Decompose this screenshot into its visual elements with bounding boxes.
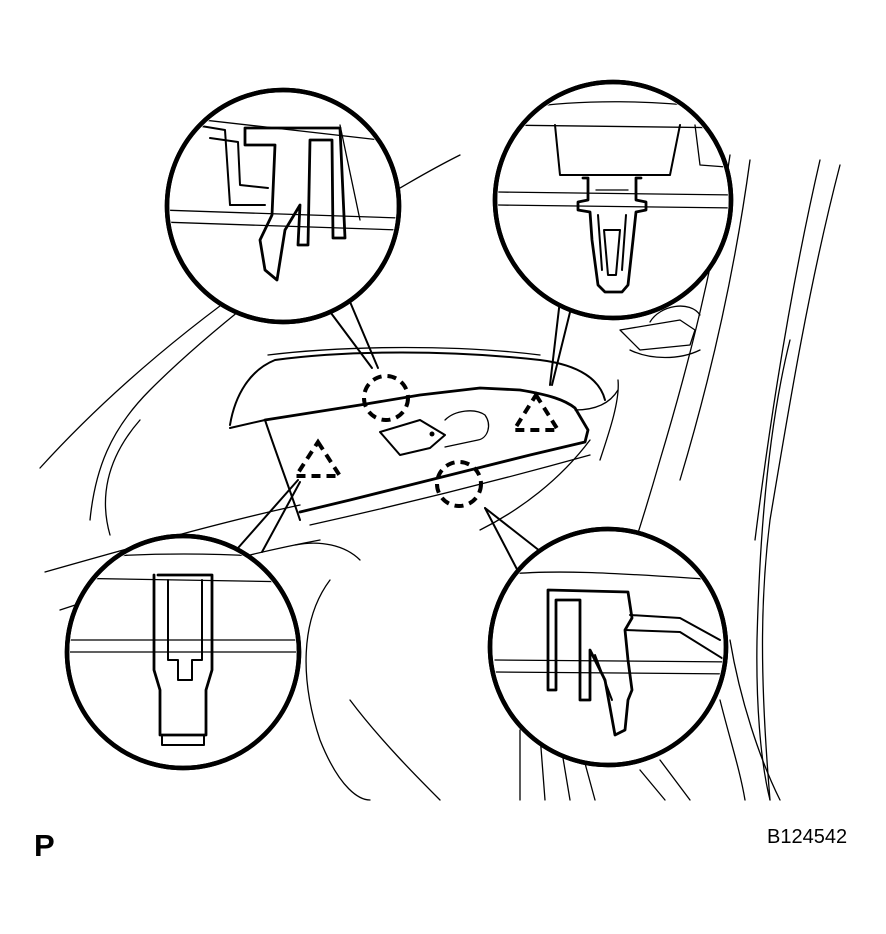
detail-lens-top-right: [492, 79, 734, 321]
door-handle: [379, 410, 490, 456]
clip-marker-circle: [362, 374, 410, 422]
clip-location-markers: [292, 374, 562, 508]
detail-lens-top-left: [164, 87, 402, 325]
drawing-code: B124542: [767, 826, 848, 848]
clip-marker-triangle: [292, 438, 344, 478]
detail-lens-bottom-right: [487, 526, 729, 768]
detail-lens-bottom-left: [64, 533, 302, 771]
door-trim-panel: [229, 346, 619, 526]
clip-marker-triangle: [510, 391, 562, 432]
view-letter: P: [34, 828, 55, 863]
callout-pointers: [237, 289, 576, 576]
clip-marker-circle: [435, 460, 483, 508]
